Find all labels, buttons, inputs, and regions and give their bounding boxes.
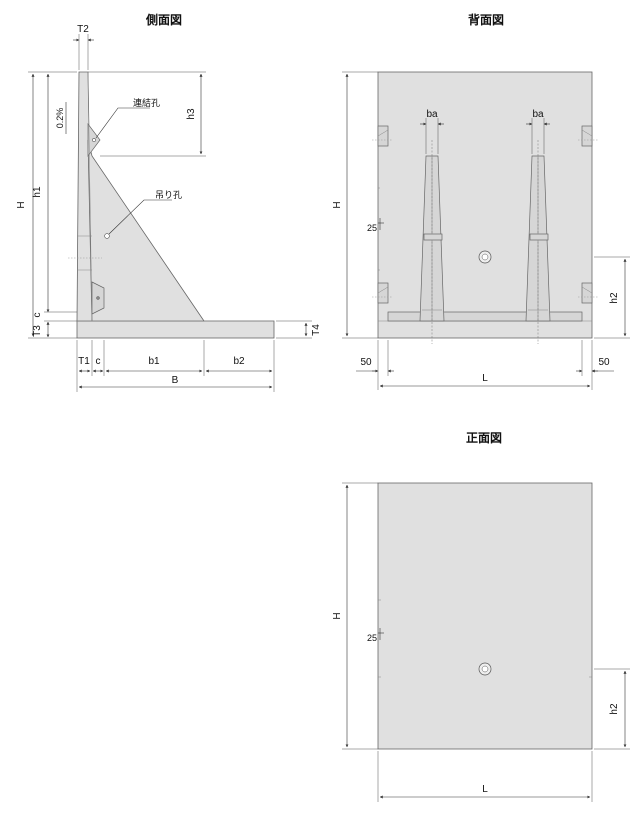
- label-slope: 0.2%: [55, 108, 65, 129]
- back-panel: [377, 71, 593, 339]
- haunch-hole: [96, 296, 100, 300]
- label-ba-right: ba: [532, 109, 544, 120]
- label-25-back: 25: [367, 223, 377, 233]
- side-view-title: 側面図: [145, 12, 182, 27]
- label-c-horizontal: c: [96, 356, 101, 367]
- side-base-slab: [76, 320, 275, 339]
- label-L-front: L: [482, 784, 488, 795]
- label-h2-back: h2: [609, 292, 620, 304]
- label-B: B: [172, 375, 179, 386]
- front-panel: [377, 482, 593, 750]
- label-T4: T4: [311, 324, 322, 336]
- label-renketsu: 連結孔: [133, 97, 160, 109]
- back-view: ba ba H 25 h2 50 50 L: [332, 71, 630, 390]
- label-b2: b2: [233, 356, 245, 367]
- label-50-left: 50: [360, 357, 372, 368]
- label-25-front: 25: [367, 633, 377, 643]
- label-c-vertical: c: [32, 313, 43, 318]
- label-T3: T3: [32, 325, 43, 337]
- label-H-back: H: [332, 201, 343, 208]
- back-view-title: 背面図: [468, 12, 504, 27]
- label-h3: h3: [186, 108, 197, 120]
- lifting-hole: [104, 233, 110, 239]
- label-h2-front: h2: [609, 703, 620, 715]
- label-50-right: 50: [598, 357, 610, 368]
- side-view: 連結孔 吊り孔 T2 H h1 0.2% h3 T3 c: [16, 24, 322, 392]
- label-T2: T2: [77, 24, 89, 35]
- label-h1: h1: [32, 186, 43, 198]
- label-H-side: H: [16, 201, 27, 208]
- front-view: H 25 h2 L: [332, 482, 630, 802]
- label-T1: T1: [78, 356, 90, 367]
- label-ba-left: ba: [426, 109, 438, 120]
- label-b1: b1: [148, 356, 160, 367]
- label-H-front: H: [332, 612, 343, 619]
- label-tsuri: 吊り孔: [155, 190, 182, 201]
- connection-hole: [92, 138, 96, 142]
- back-base-band: [387, 311, 583, 322]
- side-rib: [87, 139, 205, 322]
- label-L-back: L: [482, 373, 488, 384]
- front-view-title: 正面図: [466, 431, 502, 445]
